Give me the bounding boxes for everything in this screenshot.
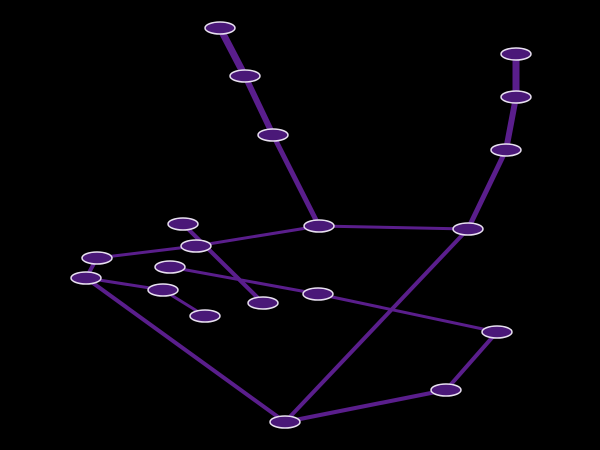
joint-layer (70, 21, 532, 429)
bone-ring-mcp-to-pinky-pip (95, 244, 198, 260)
joint-middle-mcp (303, 219, 335, 233)
joint-index-mcp (452, 222, 484, 236)
bone-index-pip-to-index-dip (503, 94, 519, 153)
joint-wrist (269, 415, 301, 429)
joint-index-dip (500, 90, 532, 104)
bone-index-mcp-to-index-pip (465, 147, 509, 232)
joint-thumb-ip (302, 287, 334, 301)
bone-middle-mcp-to-ring-mcp (194, 224, 321, 248)
joint-pinky-dip (167, 217, 199, 231)
bone-middle-mcp-to-middle-pip (270, 132, 322, 229)
joint-ring-pip (147, 283, 179, 297)
joint-thumb-cmc (430, 383, 462, 397)
bone-wrist-to-thumb-cmc (283, 388, 448, 424)
bone-index-mcp-to-middle-mcp (317, 224, 470, 231)
joint-ring-dip (189, 309, 221, 323)
bone-wrist-to-pinky-mcp (84, 276, 287, 424)
bone-thumb-mcp-to-thumb-ip (316, 292, 499, 334)
joint-pinky-pip (81, 251, 113, 265)
bone-middle-pip-to-middle-dip (242, 73, 276, 138)
bone-layer (84, 24, 520, 424)
joint-middle-tip (204, 21, 236, 35)
joint-pinky-tip (247, 296, 279, 310)
joint-pinky-mcp (70, 271, 102, 285)
joint-thumb-mcp (481, 325, 513, 339)
bone-thumb-ip-to-thumb-tip (168, 265, 320, 296)
joint-ring-mcp (180, 239, 212, 253)
joint-thumb-tip (154, 260, 186, 274)
joint-middle-dip (229, 69, 261, 83)
bone-thumb-cmc-to-thumb-mcp (444, 330, 499, 392)
bone-wrist-to-index-mcp (283, 227, 470, 424)
joint-index-pip (490, 143, 522, 157)
joint-index-tip (500, 47, 532, 61)
bone-middle-dip-to-middle-tip (216, 24, 249, 80)
bone-pinky-tip-to-pinky-dip (181, 222, 265, 305)
joint-middle-pip (257, 128, 289, 142)
